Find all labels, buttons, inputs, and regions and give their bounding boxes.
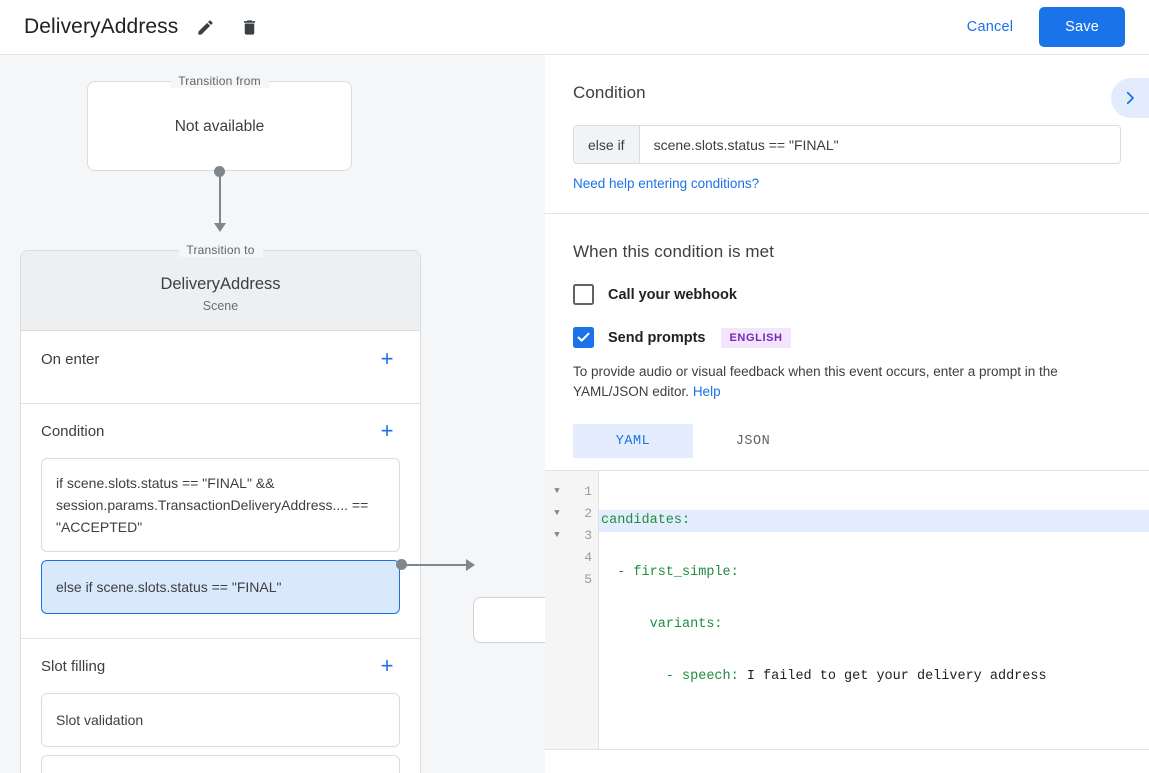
section-condition: Condition + if scene.slots.status == "FI…	[21, 404, 420, 639]
section-slot-filling-head: Slot filling +	[41, 639, 400, 693]
gutter-line: 5	[545, 568, 598, 590]
top-app-bar: DeliveryAddress Cancel Save	[0, 0, 1149, 55]
code-line: variants:	[599, 614, 1149, 636]
section-on-enter-head: On enter +	[41, 331, 400, 387]
gutter-line: ▼1	[545, 480, 598, 502]
transition-from-legend: Transition from	[170, 74, 269, 88]
transition-to-header: DeliveryAddress Scene	[21, 251, 420, 331]
add-slot-filling-button[interactable]: +	[380, 653, 394, 678]
gutter-line: ▼2	[545, 502, 598, 524]
prompts-help-link[interactable]: Help	[692, 384, 721, 399]
connector-line	[219, 171, 221, 225]
condition-connector-arrowhead	[466, 558, 475, 571]
fold-toggle-icon[interactable]: ▼	[554, 508, 560, 518]
webhook-label: Call your webhook	[608, 286, 737, 303]
editor-content[interactable]: candidates: - first_simple: variants: - …	[599, 471, 1149, 749]
transition-from-label: Not available	[174, 118, 265, 135]
editor-gutter: ▼1 ▼2 ▼3 4 5	[545, 471, 599, 749]
chevron-right-icon[interactable]	[1111, 78, 1149, 118]
webhook-checkbox-row[interactable]: Call your webhook	[573, 284, 1121, 305]
code-editor[interactable]: ▼1 ▼2 ▼3 4 5 candidates: - first_simple:…	[545, 470, 1149, 750]
add-on-enter-button[interactable]: +	[380, 346, 394, 371]
connector-arrowhead	[213, 223, 226, 232]
panel-condition-heading: Condition	[573, 83, 646, 102]
code-key: - speech:	[601, 669, 739, 684]
prompts-description-text: To provide audio or visual feedback when…	[573, 364, 1058, 399]
condition-help-link[interactable]: Need help entering conditions?	[573, 176, 760, 191]
flow-canvas: Transition from Not available Transition…	[0, 55, 545, 773]
section-on-enter-title: On enter	[41, 350, 100, 368]
trash-icon[interactable]	[232, 10, 266, 44]
section-condition-title: Condition	[41, 422, 105, 440]
section-slot-filling: Slot filling + Slot validation Transacti…	[21, 639, 420, 773]
tab-json[interactable]: JSON	[735, 433, 771, 449]
gutter-line: 4	[545, 546, 598, 568]
line-number: 5	[584, 571, 592, 587]
transition-from-node[interactable]: Transition from Not available	[87, 74, 352, 171]
send-prompts-checkbox-row[interactable]: Send prompts ENGLISH	[573, 327, 1121, 348]
line-number: 1	[584, 483, 592, 499]
send-prompts-label: Send prompts	[608, 329, 706, 346]
code-key: variants:	[601, 617, 723, 632]
outgoing-node-clipped[interactable]	[473, 597, 545, 643]
condition-prefix-label: else if	[574, 126, 640, 163]
save-button[interactable]: Save	[1039, 7, 1125, 47]
code-line: candidates:	[599, 510, 1149, 532]
details-panel: Condition else if Need help entering con…	[545, 55, 1149, 773]
list-item[interactable]: else if scene.slots.status == "FINAL"	[41, 560, 400, 614]
prompts-description: To provide audio or visual feedback when…	[573, 362, 1121, 402]
line-number: 3	[584, 527, 592, 543]
page-title: DeliveryAddress	[24, 15, 179, 38]
editor-format-tabs: YAML JSON	[573, 424, 1121, 458]
add-condition-button[interactable]: +	[380, 418, 394, 443]
code-line: - speech: I failed to get your delivery …	[599, 666, 1149, 688]
fold-toggle-icon[interactable]: ▼	[554, 486, 560, 496]
code-value: I failed to get your delivery address	[738, 669, 1047, 684]
code-key: - first_simple:	[601, 565, 739, 580]
panel-when-met-heading: When this condition is met	[573, 242, 775, 261]
condition-input[interactable]	[639, 126, 1120, 163]
language-badge: ENGLISH	[721, 327, 791, 348]
code-line	[599, 718, 1149, 740]
send-prompts-checkbox[interactable]	[573, 327, 594, 348]
section-slot-filling-title: Slot filling	[41, 657, 106, 675]
condition-field: else if	[573, 125, 1121, 164]
list-item[interactable]: TransactionDeliveryAddress	[41, 755, 400, 773]
tab-yaml[interactable]: YAML	[573, 424, 693, 458]
list-item[interactable]: Slot validation	[41, 693, 400, 747]
fold-toggle-icon[interactable]: ▼	[554, 530, 560, 540]
cancel-button[interactable]: Cancel	[955, 11, 1025, 43]
panel-condition-section: Condition else if Need help entering con…	[545, 55, 1149, 193]
section-on-enter: On enter +	[21, 331, 420, 404]
webhook-checkbox[interactable]	[573, 284, 594, 305]
transition-to-title: DeliveryAddress	[160, 274, 281, 293]
pencil-icon[interactable]	[188, 10, 222, 44]
transition-to-subtitle: Scene	[202, 298, 239, 313]
section-condition-head: Condition +	[41, 404, 400, 458]
list-item[interactable]: if scene.slots.status == "FINAL" && sess…	[41, 458, 400, 552]
code-key: candidates:	[601, 513, 691, 528]
condition-connector-line	[404, 564, 468, 566]
transition-to-card: Transition to DeliveryAddress Scene On e…	[20, 243, 421, 773]
line-number: 2	[584, 505, 592, 521]
gutter-line: ▼3	[545, 524, 598, 546]
code-line: - first_simple:	[599, 562, 1149, 584]
panel-divider	[545, 213, 1149, 214]
condition-connector-dot	[396, 559, 407, 570]
transition-to-legend: Transition to	[178, 243, 263, 257]
panel-when-met-section: When this condition is met Call your web…	[545, 214, 1149, 458]
line-number: 4	[584, 549, 592, 565]
